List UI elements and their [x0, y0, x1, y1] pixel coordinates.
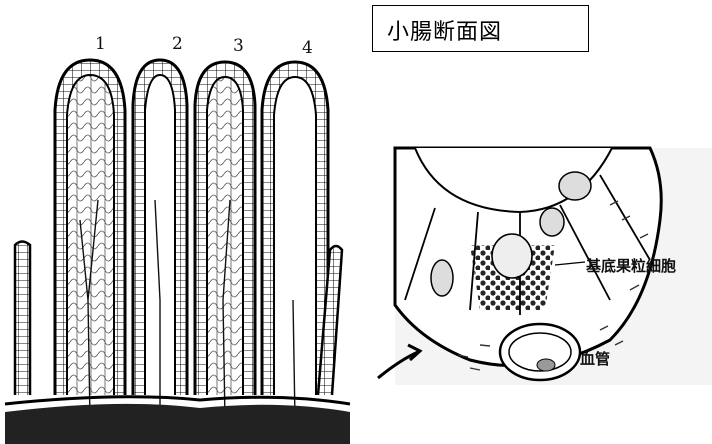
villus-number-2: 2 — [172, 34, 183, 54]
figure-title: 小腸断面図 — [387, 14, 502, 46]
basal-granular-cell-label: 基底果粒細胞 — [586, 255, 676, 276]
villus-number-3: 3 — [233, 36, 244, 56]
blood-vessel-label: 血管 — [580, 348, 610, 369]
villus-number-4: 4 — [302, 38, 313, 58]
villi-drawing — [5, 60, 350, 444]
title-box: 小腸断面図 — [372, 5, 589, 52]
villus-number-1: 1 — [95, 34, 106, 54]
